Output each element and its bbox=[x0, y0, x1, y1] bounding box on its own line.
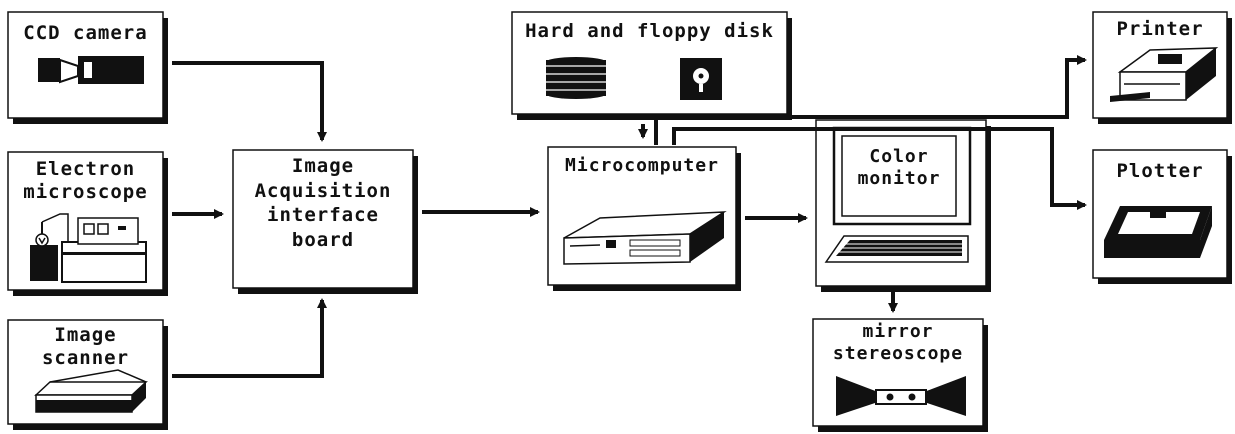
node-label-acquisition-board: Image Acquisition interface board bbox=[233, 154, 413, 253]
node-label-electron-microscope: Electron microscope bbox=[8, 158, 163, 204]
node-label-microcomputer: Microcomputer bbox=[548, 155, 736, 177]
node-label-storage: Hard and floppy disk bbox=[512, 20, 787, 43]
plotter-icon bbox=[1104, 206, 1212, 258]
floppy-disk-icon bbox=[680, 58, 722, 100]
hard-disk-icon bbox=[546, 57, 606, 99]
node-label-plotter: Plotter bbox=[1093, 160, 1227, 183]
node-label-stereoscope: mirror stereoscope bbox=[813, 321, 983, 364]
node-label-ccd-camera: CCD camera bbox=[8, 22, 163, 45]
connector-ccd-to-board bbox=[172, 63, 322, 140]
node-label-color-monitor: Color monitor bbox=[842, 146, 956, 189]
connector-scanner-to-board bbox=[172, 300, 322, 376]
node-label-printer: Printer bbox=[1093, 18, 1227, 41]
ccd-camera-icon bbox=[38, 56, 144, 84]
node-label-image-scanner: Image scanner bbox=[8, 324, 163, 370]
